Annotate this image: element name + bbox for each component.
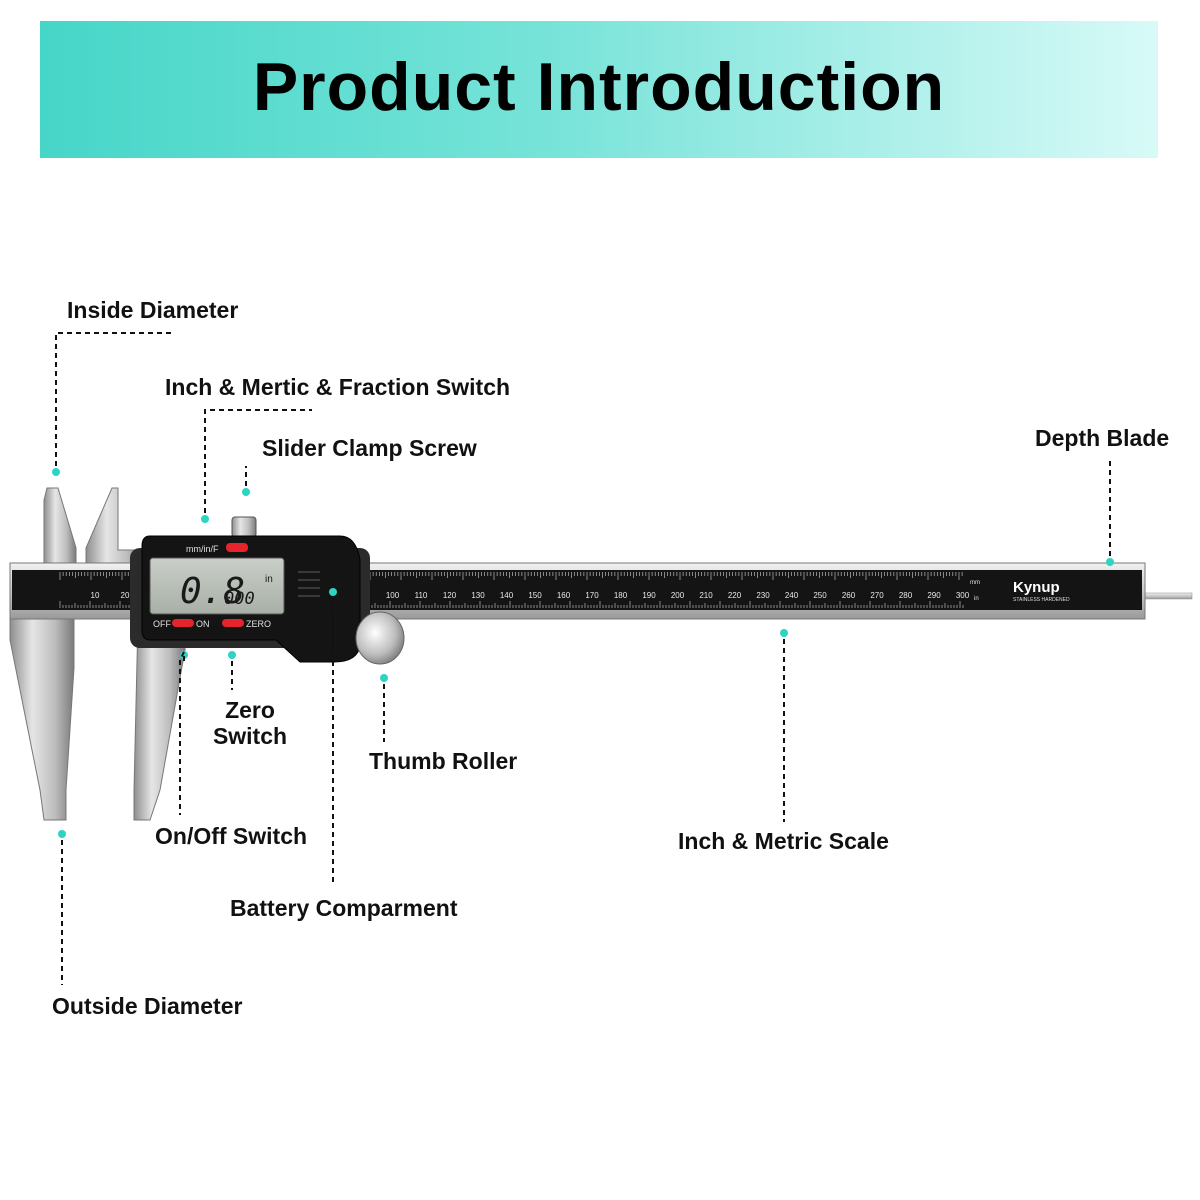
battery-compartment	[298, 571, 320, 597]
scale-number: 10	[91, 591, 100, 600]
clamp-screw	[231, 516, 257, 538]
scale-number: 130	[471, 591, 485, 600]
scale-number: 250	[813, 591, 827, 600]
label-thumb-roller: Thumb Roller	[369, 748, 518, 774]
label-zero-switch-line2: Switch	[212, 723, 288, 749]
scale-number: 120	[443, 591, 457, 600]
label-inch-metric-scale: Inch & Metric Scale	[678, 828, 889, 854]
label-zero-switch: Zero Switch	[200, 697, 300, 749]
scale-number: 190	[642, 591, 656, 600]
scale-number: 100	[386, 591, 400, 600]
label-unit-switch: Inch & Mertic & Fraction Switch	[165, 374, 511, 400]
title-banner: Product Introduction	[40, 21, 1158, 158]
scale-number: 260	[842, 591, 856, 600]
scale-number: 300	[956, 591, 970, 600]
scale-number: 150	[528, 591, 542, 600]
scale-number: 170	[585, 591, 599, 600]
outside-jaw-slider	[133, 618, 186, 821]
scale-number: 230	[756, 591, 770, 600]
depth-blade	[1139, 592, 1193, 600]
label-slider-clamp-screw: Slider Clamp Screw	[262, 435, 477, 461]
label-outside-diameter: Outside Diameter	[52, 993, 243, 1019]
scale-number: 240	[785, 591, 799, 600]
mode-button[interactable]	[226, 543, 248, 552]
scale-unit-mm: mm	[970, 580, 980, 586]
page-title: Product Introduction	[252, 49, 946, 125]
inside-jaw-fixed	[43, 487, 77, 564]
brand-logo: Kynup	[1013, 579, 1060, 596]
scale-number: 210	[699, 591, 713, 600]
scale-number: 270	[870, 591, 884, 600]
mode-button-label: mm/in/F	[186, 544, 219, 554]
scale-number: 160	[557, 591, 571, 600]
callout-lines	[55, 332, 1111, 985]
scale-number: 140	[500, 591, 514, 600]
thumb-roller[interactable]	[355, 611, 405, 665]
scale-number: 280	[899, 591, 913, 600]
scale-unit-in: in	[974, 596, 979, 602]
label-depth-blade: Depth Blade	[1035, 425, 1170, 451]
display-unit: in	[265, 574, 273, 585]
scale-ticks	[59, 572, 964, 608]
zero-button[interactable]	[222, 619, 244, 627]
on-off-button[interactable]	[172, 619, 194, 627]
on-label: ON	[196, 619, 210, 629]
callout-dots	[52, 468, 1114, 838]
display-small: 000	[224, 589, 255, 609]
scale-number: 290	[927, 591, 941, 600]
scale-number: 110	[415, 591, 428, 600]
scale-number: 20	[121, 591, 130, 600]
lcd-screen	[149, 557, 285, 615]
label-on-off-switch: On/Off Switch	[155, 823, 308, 849]
scale-numbers: 1020901001101201301401501601701801902002…	[91, 591, 970, 600]
off-label: OFF	[153, 619, 171, 629]
brand-subtitle: STAINLESS HARDENED	[1013, 597, 1070, 603]
outside-jaw-fixed	[9, 618, 75, 821]
display-main: 0.8	[180, 571, 245, 612]
label-zero-switch-line1: Zero	[225, 697, 275, 723]
label-inside-diameter: Inside Diameter	[67, 297, 239, 323]
inside-jaw-slider	[85, 487, 146, 564]
label-battery-compartment: Battery Comparment	[230, 895, 458, 921]
scale-number: 220	[728, 591, 742, 600]
scale-number: 200	[671, 591, 685, 600]
scale-number: 180	[614, 591, 628, 600]
zero-label: ZERO	[246, 619, 271, 629]
